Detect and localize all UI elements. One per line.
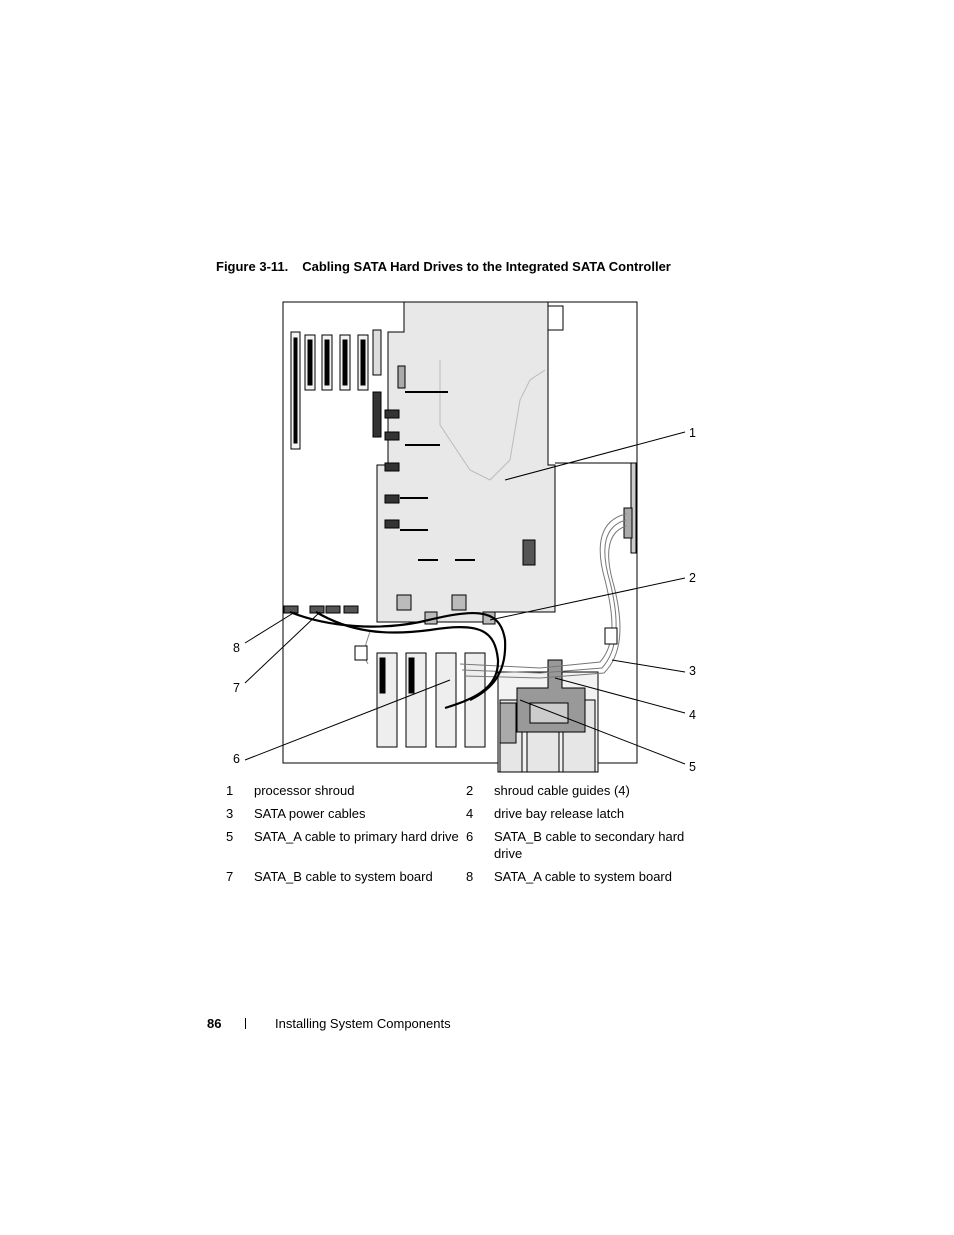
legend-item: 2 shroud cable guides (4) [466, 782, 706, 799]
legend-text: SATA power cables [254, 806, 366, 821]
legend-row: 5 SATA_A cable to primary hard drive 6 S… [226, 828, 706, 862]
leader-lines [244, 431, 686, 765]
legend-row: 3 SATA power cables 4 drive bay release … [226, 805, 706, 822]
legend-number: 8 [466, 869, 474, 884]
page-footer: 86 Installing System Components [207, 1016, 451, 1031]
legend-number: 6 [466, 829, 474, 844]
legend-item: 4 drive bay release latch [466, 805, 706, 822]
processor-shroud [376, 301, 556, 623]
legend-text: SATA_B cable to system board [254, 869, 433, 884]
legend-text: shroud cable guides (4) [494, 783, 630, 798]
legend-number: 2 [466, 783, 474, 798]
legend-text: SATA_A cable to primary hard drive [254, 829, 459, 844]
legend-item: 7 SATA_B cable to system board [226, 868, 466, 885]
callout-5: 5 [689, 760, 696, 774]
figure-legend: 1 processor shroud 2 shroud cable guides… [226, 782, 706, 891]
legend-row: 7 SATA_B cable to system board 8 SATA_A … [226, 868, 706, 885]
legend-item: 6 SATA_B cable to secondary hard drive [466, 828, 706, 862]
legend-number: 1 [226, 783, 234, 798]
sata-power-cables [459, 513, 627, 679]
callout-7: 7 [233, 681, 240, 695]
footer-divider [245, 1018, 246, 1029]
legend-item: 1 processor shroud [226, 782, 466, 799]
legend-text: SATA_B cable to secondary hard drive [494, 829, 685, 861]
figure-number: Figure 3-11. [216, 259, 289, 274]
sata-data-cables [289, 610, 507, 710]
legend-text: processor shroud [254, 783, 355, 798]
legend-number: 5 [226, 829, 234, 844]
page-number: 86 [207, 1016, 222, 1031]
legend-row: 1 processor shroud 2 shroud cable guides… [226, 782, 706, 799]
drive-cage [376, 652, 599, 773]
legend-number: 7 [226, 869, 234, 884]
legend-item: 3 SATA power cables [226, 805, 466, 822]
legend-number: 3 [226, 806, 234, 821]
callout-6: 6 [233, 752, 240, 766]
legend-item: 8 SATA_A cable to system board [466, 868, 706, 885]
callout-2: 2 [689, 571, 696, 585]
legend-text: drive bay release latch [494, 806, 625, 821]
section-title: Installing System Components [275, 1016, 451, 1031]
callout-4: 4 [689, 708, 696, 722]
legend-text: SATA_A cable to system board [494, 869, 672, 884]
callout-3: 3 [689, 664, 696, 678]
expansion-slots [290, 329, 382, 450]
legend-number: 4 [466, 806, 474, 821]
figure-caption: Figure 3-11. Cabling SATA Hard Drives to … [216, 259, 671, 274]
figure-title: Cabling SATA Hard Drives to the Integrat… [302, 259, 671, 274]
callout-1: 1 [689, 426, 696, 440]
callout-8: 8 [233, 641, 240, 655]
legend-item: 5 SATA_A cable to primary hard drive [226, 828, 466, 862]
